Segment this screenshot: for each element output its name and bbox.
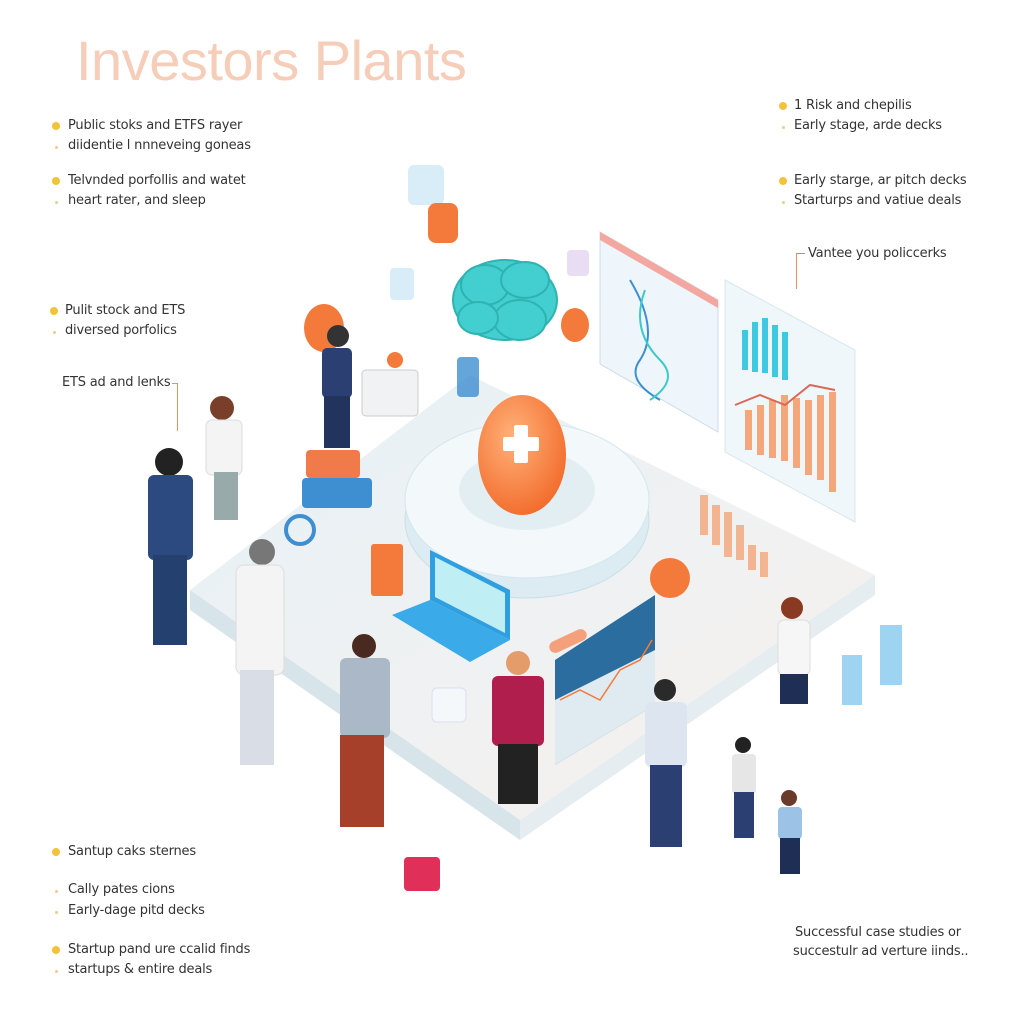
person <box>732 737 756 838</box>
left-callout: ETS ad and lenks <box>62 375 171 390</box>
bullet-icon <box>52 177 60 185</box>
bottom-right-line-1: Successful case studies or <box>795 925 961 940</box>
bullet-icon <box>52 946 60 954</box>
person <box>205 396 243 520</box>
sub-bullet-icon <box>53 331 56 334</box>
sub-bullet-icon <box>782 201 785 204</box>
dna-chart-panel <box>599 231 719 433</box>
callout-connector <box>796 253 805 254</box>
callout-connector <box>177 383 178 431</box>
right-block-2-main: Early starge, ar pitch decks <box>794 173 967 188</box>
sub-bullet-icon <box>55 146 58 149</box>
left-block-3-sub: diversed porfolics <box>65 323 177 338</box>
bottom-right-line-2: succestulr ad verture iinds.. <box>793 944 969 959</box>
brain-icon <box>452 259 558 341</box>
bottom-left-block-main: Startup pand ure ccalid finds <box>68 942 251 957</box>
page-title: Investors Plants <box>76 29 467 92</box>
callout-connector <box>796 253 797 289</box>
server-icons <box>842 625 902 705</box>
bullet-icon <box>52 848 60 856</box>
sub-bullet-icon <box>55 890 58 893</box>
left-block-1-sub: diidentie l nnneveing goneas <box>68 138 251 153</box>
left-block-1-main: Public stoks and ETFS rayer <box>68 118 243 133</box>
sub-bullet-icon <box>55 970 58 973</box>
sub-bullet-icon <box>55 201 58 204</box>
stock-chart-board <box>549 595 655 765</box>
right-callout: Vantee you policcerks <box>808 246 947 261</box>
right-block-1-sub: Early stage, arde decks <box>794 118 942 133</box>
people <box>148 325 811 874</box>
bullet-icon <box>52 122 60 130</box>
person <box>778 790 802 874</box>
sub-bullet-icon <box>55 911 58 914</box>
sub-bullet-icon <box>782 126 785 129</box>
bullet-icon <box>779 177 787 185</box>
left-block-2-main: Telvnded porfollis and watet <box>68 173 246 188</box>
person <box>322 325 352 448</box>
laptop-icon <box>392 550 510 662</box>
person <box>492 651 544 804</box>
bar-chart-panel <box>700 279 856 577</box>
bottom-left-line-2: Early-dage pitd decks <box>68 903 205 918</box>
right-block-1-main: 1 Risk and chepilis <box>794 98 912 113</box>
person <box>148 448 193 645</box>
floating-app-icons <box>284 165 690 891</box>
bottom-left-heading: Santup caks sternes <box>68 844 196 859</box>
person <box>777 597 811 704</box>
bottom-left-line-1: Cally pates cions <box>68 882 175 897</box>
person <box>340 634 390 827</box>
right-block-2-sub: Starturps and vatiue deals <box>794 193 962 208</box>
left-block-2-sub: heart rater, and sleep <box>68 193 206 208</box>
bottom-left-block-sub: startups & entire deals <box>68 962 213 977</box>
bullet-icon <box>50 307 58 315</box>
callout-connector <box>172 383 178 384</box>
bullet-icon <box>779 102 787 110</box>
person <box>645 679 687 847</box>
person <box>235 539 285 765</box>
medical-egg-icon <box>478 395 566 515</box>
left-block-3-main: Pulit stock and ETS <box>65 303 186 318</box>
